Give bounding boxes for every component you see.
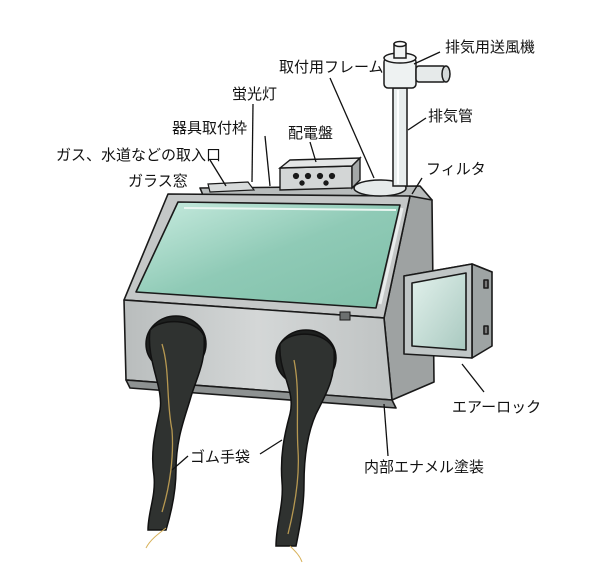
glove-port-left [146,316,206,548]
label-mount-frame: 取付用フレーム [279,58,384,76]
rubber-glove-left [148,322,204,530]
air-lock [404,264,492,358]
exhaust-pipe [393,88,407,186]
label-exhaust-fan: 排気用送風機 [445,38,535,56]
glove-port-right [276,330,336,562]
switchboard-panel [280,158,360,190]
rubber-glove-right [276,334,334,546]
label-utility-inlet: ガス、水道などの取入口 [56,146,221,164]
glass-window [136,202,400,308]
label-fixture-frame: 器具取付枠 [172,119,247,137]
label-exhaust-pipe: 排気管 [428,107,473,125]
utility-inlet-plate [208,182,254,192]
label-fluorescent-lamp: 蛍光灯 [232,85,277,103]
air-lock-door [412,273,466,350]
label-filter: フィルタ [426,160,486,178]
label-glass-window: ガラス窓 [128,172,188,190]
front-latch [340,312,350,320]
label-inner-enamel: 内部エナメル塗装 [364,458,484,476]
label-air-lock: エアーロック [452,398,541,416]
label-switchboard: 配電盤 [288,124,333,142]
label-rubber-gloves: ゴム手袋 [190,448,250,466]
